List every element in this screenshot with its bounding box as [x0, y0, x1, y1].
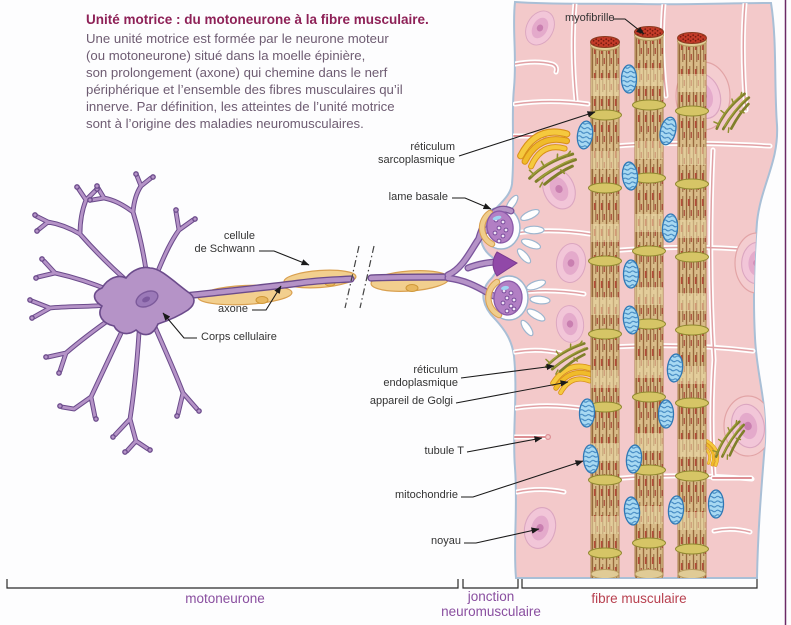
caption-line: son prolongement (axone) qui chemine dan… — [86, 65, 388, 80]
region-brackets — [6, 579, 758, 589]
motoneuron-illustration — [27, 171, 450, 455]
synaptic-boutons — [478, 209, 523, 319]
label-sarcoplasmic-reticulum: réticulum sarcoplasmique — [377, 141, 455, 166]
terminal-wedge — [492, 251, 518, 277]
label-mitochondrion: mitochondrie — [395, 489, 458, 501]
caption-line: Une unité motrice est formée par le neur… — [86, 31, 389, 46]
soma — [93, 266, 195, 336]
soma-nucleus — [135, 290, 159, 308]
label-cell-body: Corps cellulaire — [201, 331, 277, 343]
label-schwann-cell: cellule de Schwann — [194, 230, 255, 255]
figure-title: Unité motrice : du motoneurone à la fibr… — [86, 12, 429, 27]
label-golgi: appareil de Golgi — [369, 395, 453, 407]
label-nucleus: noyau — [431, 535, 461, 547]
label-axon: axone — [218, 303, 248, 315]
label-endoplasmic-reticulum: réticulum endoplasmique — [383, 364, 458, 389]
caption-line: sont à l’origine des maladies neuromuscu… — [86, 116, 364, 131]
caption-line: (ou motoneurone) situé dans la moelle ép… — [86, 48, 366, 63]
neuromuscular-junction-illustration — [448, 194, 551, 337]
label-t-tubule: tubule T — [424, 445, 464, 457]
region-label-muscle-fiber: fibre musculaire — [591, 591, 687, 606]
muscle-fiber-illustration — [479, 1, 779, 579]
axon-break-marks — [344, 245, 375, 309]
label-myofibril: myofibrille — [565, 12, 615, 24]
region-label-motoneuron: motoneurone — [185, 591, 265, 606]
label-basal-lamina: lame basale — [388, 191, 448, 203]
myofibril-columns — [588, 26, 709, 578]
caption-line: périphérique et l’ensemble des fibres mu… — [86, 82, 403, 97]
label-arrows — [162, 18, 645, 544]
caption-line: innerve. Par définition, les atteintes d… — [86, 99, 395, 114]
figure-caption: Unité motrice : du motoneurone à la fibr… — [86, 11, 486, 132]
dendrites — [27, 171, 202, 455]
region-label-neuromuscular-junction: jonction neuromusculaire — [441, 589, 541, 619]
